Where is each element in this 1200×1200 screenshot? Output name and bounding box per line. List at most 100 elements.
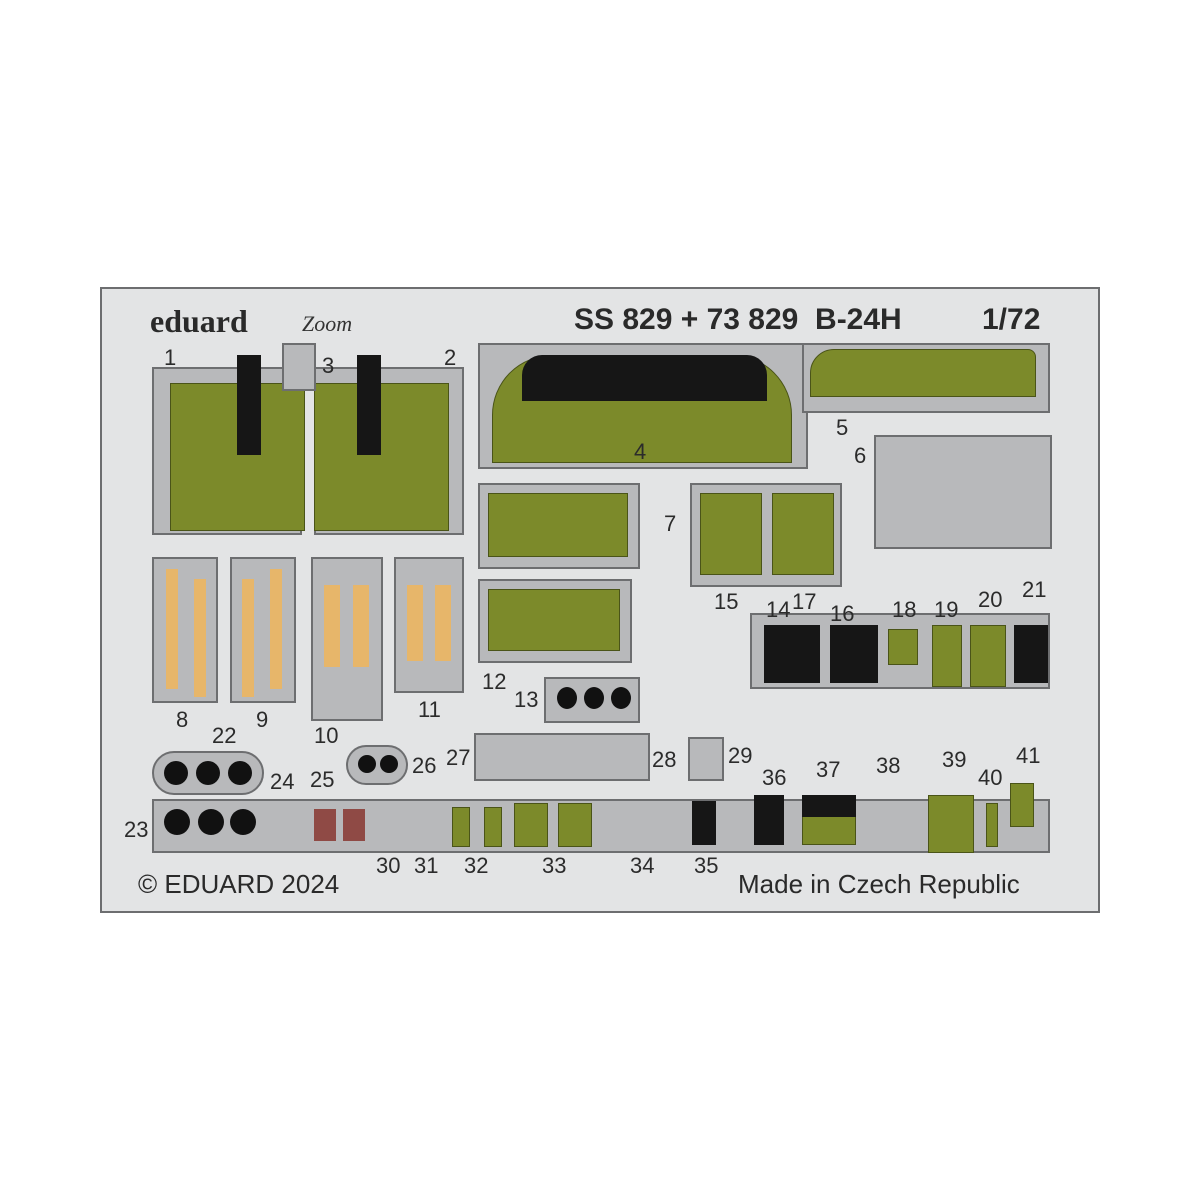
- label-8: 8: [176, 707, 189, 732]
- part-1-scale: [237, 355, 261, 455]
- part-25: [314, 809, 336, 841]
- label-5: 5: [836, 415, 849, 440]
- part-20: [970, 625, 1006, 687]
- label-40: 40: [978, 765, 1003, 790]
- label-24: 24: [270, 769, 295, 794]
- label-28: 28: [652, 747, 677, 772]
- parts-23-41-strip: [152, 799, 1050, 853]
- part-26-dial: [380, 755, 398, 773]
- part-5-panel: [810, 349, 1036, 397]
- part-23-dial: [230, 809, 256, 835]
- label-19: 19: [934, 597, 959, 622]
- part-9: [230, 557, 296, 703]
- label-30: 30: [376, 853, 401, 878]
- part-8-belt: [194, 579, 206, 697]
- part-14: [764, 625, 820, 683]
- part-10: [311, 557, 383, 721]
- label-6: 6: [854, 443, 867, 468]
- part-4-dials: [522, 355, 767, 401]
- part-33: [558, 803, 592, 847]
- label-34: 34: [630, 853, 655, 878]
- label-10: 10: [314, 723, 339, 748]
- label-21: 21: [1022, 577, 1047, 602]
- label-22: 22: [212, 723, 237, 748]
- part-32: [484, 807, 502, 847]
- part-16: [830, 625, 878, 683]
- label-25: 25: [310, 767, 335, 792]
- part-36: [754, 795, 784, 845]
- label-2: 2: [444, 345, 457, 370]
- label-18: 18: [892, 597, 917, 622]
- product-title: SS 829 + 73 829 B-24H: [574, 303, 902, 336]
- part-26-dial: [358, 755, 376, 773]
- label-12: 12: [482, 669, 507, 694]
- origin-label: Made in Czech Republic: [738, 869, 1020, 899]
- part-8-belt: [166, 569, 178, 689]
- part-23-dial: [198, 809, 224, 835]
- label-31: 31: [414, 853, 439, 878]
- part-39: [928, 795, 974, 853]
- part-9-belt: [270, 569, 282, 689]
- part-19: [932, 625, 962, 687]
- label-39: 39: [942, 747, 967, 772]
- part-13-dial: [611, 687, 631, 709]
- part-7-panel: [488, 493, 628, 557]
- label-37: 37: [816, 757, 841, 782]
- label-36: 36: [762, 765, 787, 790]
- part-10-belt: [324, 585, 340, 667]
- label-13: 13: [514, 687, 539, 712]
- part-2-scale: [357, 355, 381, 455]
- label-1: 1: [164, 345, 177, 370]
- label-4: 4: [634, 439, 647, 464]
- scale-label: 1/72: [982, 303, 1041, 336]
- label-11: 11: [418, 697, 441, 722]
- part-11: [394, 557, 464, 693]
- part-26: [346, 745, 408, 785]
- label-15: 15: [714, 589, 739, 614]
- part-22-dial: [228, 761, 252, 785]
- label-23: 23: [124, 817, 149, 842]
- label-35: 35: [694, 853, 719, 878]
- part-13-dial: [584, 687, 604, 709]
- part-41: [1010, 783, 1034, 827]
- part-17: [772, 493, 834, 575]
- label-17: 17: [792, 589, 817, 614]
- copyright: © EDUARD 2024: [138, 869, 340, 899]
- label-7: 7: [664, 511, 677, 536]
- part-25: [343, 809, 365, 841]
- part-15: [700, 493, 762, 575]
- part-10-belt: [353, 585, 369, 667]
- part-29: [688, 737, 724, 781]
- label-27: 27: [446, 745, 471, 770]
- part-33: [514, 803, 548, 847]
- part-9-belt: [242, 579, 254, 697]
- part-13-dial: [557, 687, 577, 709]
- label-3: 3: [322, 353, 335, 378]
- part-35: [692, 801, 716, 845]
- label-32: 32: [464, 853, 489, 878]
- label-41: 41: [1016, 743, 1041, 768]
- part-22-dial: [164, 761, 188, 785]
- part-32: [452, 807, 470, 847]
- part-23-dial: [164, 809, 190, 835]
- label-33: 33: [542, 853, 567, 878]
- part-2-panel: [314, 383, 449, 531]
- zoom-logo: Zoom: [302, 311, 353, 336]
- part-40: [986, 803, 998, 847]
- part-37-top: [802, 795, 856, 817]
- label-29: 29: [728, 743, 753, 768]
- label-9: 9: [256, 707, 269, 732]
- part-22-dial: [196, 761, 220, 785]
- label-20: 20: [978, 587, 1003, 612]
- brand-logo: eduard: [150, 303, 248, 339]
- label-14: 14: [766, 597, 791, 622]
- part-21: [1014, 625, 1048, 683]
- part-11-belt: [407, 585, 423, 661]
- label-26: 26: [412, 753, 437, 778]
- photo-etch-fret: eduard Zoom SS 829 + 73 829 B-24H 1/72 1…: [100, 287, 1100, 913]
- part-6: [874, 435, 1052, 549]
- label-16: 16: [830, 601, 855, 626]
- label-38: 38: [876, 753, 901, 778]
- part-27-28: [474, 733, 650, 781]
- part-11-belt: [435, 585, 451, 661]
